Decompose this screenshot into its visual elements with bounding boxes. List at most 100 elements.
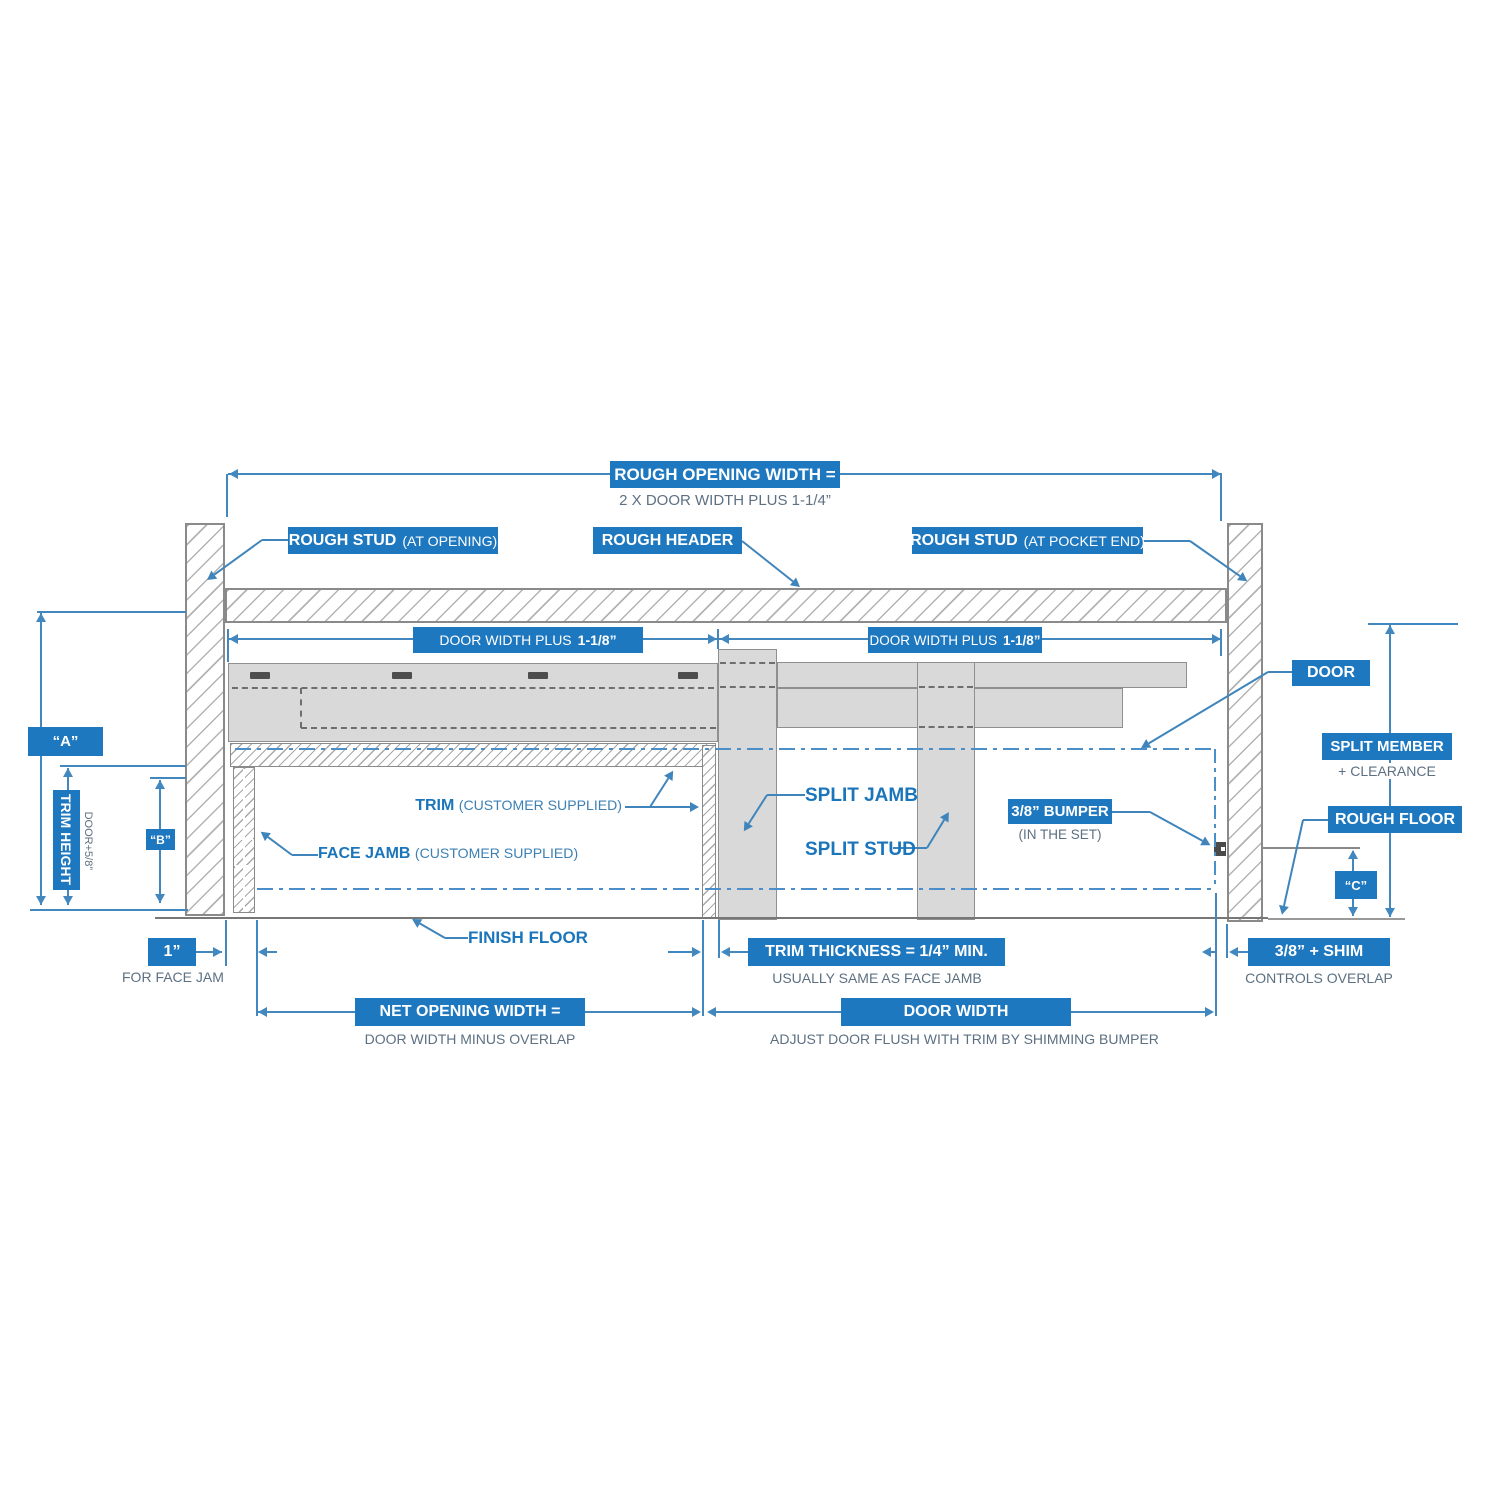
rough-floor-line bbox=[1263, 847, 1360, 849]
dim-line bbox=[262, 951, 277, 953]
door-width-plus-left-label: DOOR WIDTH PLUS 1-1/8” bbox=[413, 627, 643, 653]
dim-line bbox=[1206, 951, 1216, 953]
door-bottom-centerline bbox=[257, 888, 1216, 890]
dim-line bbox=[725, 951, 748, 953]
rough-stud-pocket-label: ROUGH STUD (AT POCKET END) bbox=[910, 527, 1145, 554]
leader-line bbox=[1149, 811, 1213, 850]
arrowhead bbox=[708, 634, 717, 644]
leader-line bbox=[625, 806, 650, 808]
arrowhead bbox=[1385, 625, 1395, 634]
side-trim bbox=[702, 745, 716, 918]
rough-header-label: ROUGH HEADER bbox=[593, 527, 742, 554]
ext-line bbox=[1368, 623, 1458, 625]
dim-c-label: “C” bbox=[1335, 871, 1377, 899]
dim-line bbox=[1071, 1011, 1211, 1013]
split-jamb-label: SPLIT JAMB bbox=[805, 785, 918, 806]
arrowhead bbox=[1385, 908, 1395, 917]
leader-line bbox=[292, 854, 318, 856]
leader-line bbox=[741, 540, 804, 591]
track-bracket bbox=[528, 672, 548, 679]
arrowhead bbox=[720, 634, 729, 644]
arrowhead bbox=[1212, 634, 1221, 644]
finish-floor-label: FINISH FLOOR bbox=[468, 928, 588, 947]
ext-line bbox=[256, 920, 258, 1016]
dim-line bbox=[585, 1011, 698, 1013]
rough-opening-width-text: ROUGH OPENING WIDTH = bbox=[614, 464, 836, 484]
arrowhead bbox=[63, 768, 73, 777]
net-opening-text: NET OPENING WIDTH = bbox=[379, 1003, 561, 1020]
hidden-rail-line bbox=[919, 686, 973, 688]
leader-line bbox=[650, 802, 699, 812]
trim-thickness-text: TRIM THICKNESS = 1/4” MIN. bbox=[765, 943, 988, 960]
trim-note: (CUSTOMER SUPPLIED) bbox=[458, 797, 622, 813]
arrowhead bbox=[229, 469, 238, 479]
leader-line bbox=[409, 914, 446, 939]
trim-height-caption: DOOR+5/8” bbox=[80, 793, 96, 888]
arrowhead bbox=[1205, 1007, 1214, 1017]
dim-line bbox=[711, 1011, 841, 1013]
dim-b-text: “B” bbox=[150, 832, 171, 847]
ext-line bbox=[1220, 629, 1222, 656]
leader-line bbox=[893, 847, 927, 849]
floor-baseline-right bbox=[1268, 918, 1405, 920]
rough-stud-opening-label: ROUGH STUD (AT OPENING) bbox=[288, 527, 498, 554]
leader-line bbox=[262, 539, 288, 541]
shim-caption: CONTROLS OVERLAP bbox=[1245, 970, 1393, 986]
trim-height-text: TRIM HEIGHT bbox=[58, 794, 75, 886]
dim-line bbox=[258, 1011, 355, 1013]
dim-b-label: “B” bbox=[146, 829, 175, 850]
rough-opening-width-caption: 2 X DOOR WIDTH PLUS 1-1/4” bbox=[619, 492, 831, 509]
trim-height-label: TRIM HEIGHT bbox=[53, 790, 80, 890]
dim-line bbox=[1233, 951, 1248, 953]
split-stud-label: SPLIT STUD bbox=[805, 839, 916, 860]
arrowhead bbox=[692, 947, 701, 957]
track-bracket bbox=[250, 672, 270, 679]
dwp-left-value: 1-1/8” bbox=[577, 632, 617, 648]
hidden-track-line bbox=[232, 687, 714, 689]
face-jamb-joint bbox=[235, 865, 253, 867]
net-opening-label: NET OPENING WIDTH = bbox=[355, 998, 585, 1026]
dim-a-label: “A” bbox=[28, 727, 103, 756]
split-stud-member bbox=[917, 662, 975, 920]
arrowhead bbox=[1212, 469, 1221, 479]
leader-line bbox=[257, 827, 293, 856]
face-jamb-joint bbox=[243, 769, 245, 911]
door-label: DOOR bbox=[1292, 660, 1370, 686]
leader-line bbox=[649, 768, 678, 808]
ext-line bbox=[226, 474, 228, 517]
arrowhead bbox=[692, 1007, 701, 1017]
trim-thickness-caption: USUALLY SAME AS FACE JAMB bbox=[772, 970, 982, 986]
leader-line bbox=[1277, 819, 1304, 916]
door-text: DOOR bbox=[1307, 664, 1355, 681]
bumper-caption: (IN THE SET) bbox=[1018, 827, 1102, 842]
arrowhead bbox=[36, 896, 46, 905]
bumper-block bbox=[1214, 842, 1226, 856]
bumper-notch bbox=[1221, 847, 1225, 851]
ext-line bbox=[1220, 474, 1222, 521]
door-width-text: DOOR WIDTH bbox=[903, 1003, 1009, 1020]
dim-line bbox=[196, 951, 222, 953]
rough-header-beam bbox=[225, 588, 1227, 623]
split-member-text: SPLIT MEMBER bbox=[1330, 738, 1444, 755]
door-edge-line bbox=[1214, 749, 1216, 889]
face-jamb-label: FACE JAMB (CUSTOMER SUPPLIED) bbox=[318, 845, 578, 863]
ext-line bbox=[227, 629, 229, 662]
rough-floor-label: ROUGH FLOOR bbox=[1328, 806, 1462, 833]
rough-opening-width-label: ROUGH OPENING WIDTH = bbox=[610, 461, 840, 488]
leader-line bbox=[1112, 811, 1150, 813]
dwp-left-text: DOOR WIDTH PLUS bbox=[439, 632, 572, 648]
shim-label: 3/8” + SHIM bbox=[1248, 938, 1390, 966]
ext-line bbox=[702, 920, 704, 1016]
door-top-centerline bbox=[235, 748, 1216, 750]
arrowhead bbox=[1348, 907, 1358, 916]
head-trim bbox=[230, 743, 716, 767]
dim-a-text: “A” bbox=[52, 733, 79, 750]
ext-line bbox=[1215, 893, 1217, 1016]
dim-line bbox=[668, 951, 698, 953]
leader-line bbox=[445, 937, 468, 939]
bumper-text: 3/8” BUMPER bbox=[1011, 803, 1109, 820]
track-bracket bbox=[392, 672, 412, 679]
shim-text: 3/8” + SHIM bbox=[1274, 943, 1364, 960]
dim-line-A bbox=[40, 613, 42, 905]
